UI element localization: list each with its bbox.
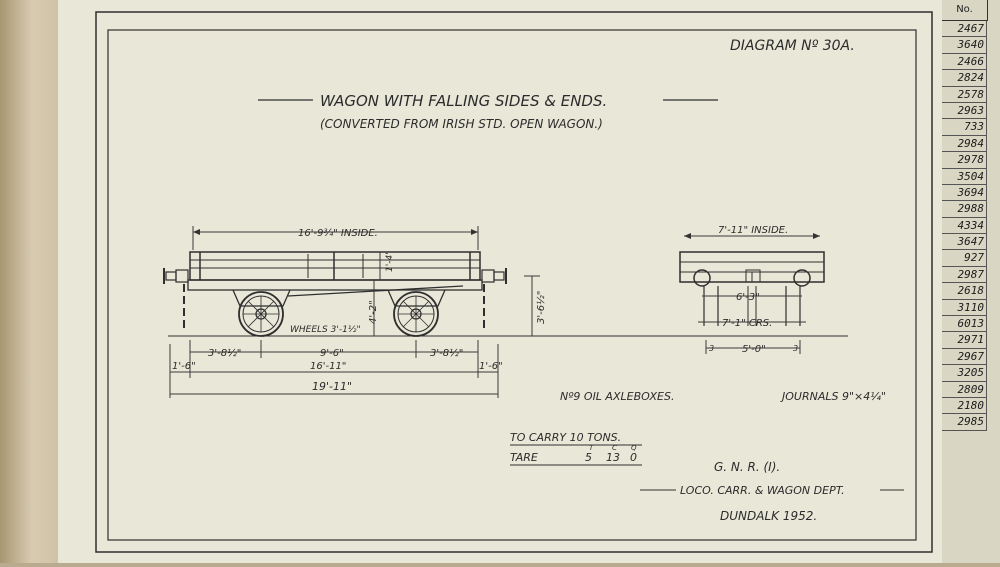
- register-row: 6013: [942, 316, 987, 333]
- dim-floor-height: 4'-2": [368, 300, 379, 324]
- register-row: 2985: [942, 414, 987, 431]
- dim-side-height: 1'-4": [385, 251, 395, 272]
- dim-gauge: 5'-0": [742, 344, 766, 355]
- dim-overhang-right: 3'-8½": [430, 347, 463, 359]
- side-elevation: 16'-9¾" INSIDE.: [163, 226, 547, 398]
- dim-wheelbase: 9'-6": [320, 348, 344, 359]
- dim-gauge-right-mark: 3: [793, 344, 798, 353]
- register-row: 4334: [942, 217, 987, 235]
- register-row: 3205: [942, 365, 987, 382]
- dim-buffer-height: 3'-6½": [535, 291, 547, 324]
- register-row: 733: [942, 119, 987, 136]
- dim-inside-width: 7'-11" INSIDE.: [718, 225, 788, 236]
- dim-buffer-left: 1'-6": [172, 361, 196, 372]
- tare-value-tons: 5: [585, 451, 592, 464]
- wagon-diagram: DIAGRAM Nº 30A. WAGON WITH FALLING SIDES…: [95, 11, 933, 553]
- outer-border: [95, 11, 933, 553]
- note-axleboxes: Nº9 OIL AXLEBOXES.: [560, 390, 674, 403]
- register-row: 2971: [942, 332, 987, 349]
- dim-buffer-right: 1'-6": [479, 361, 503, 372]
- issuer-department: LOCO. CARR. & WAGON DEPT.: [680, 484, 845, 497]
- dim-wheels: WHEELS 3'-1½": [290, 325, 361, 335]
- tare-unit-q: Q: [631, 444, 637, 452]
- register-row: 2467: [942, 21, 987, 38]
- diagram-number: DIAGRAM Nº 30A.: [730, 38, 855, 54]
- register-row: 927: [942, 250, 987, 267]
- binder-spine: [0, 0, 58, 563]
- tare-unit-c: C: [612, 444, 617, 452]
- register-header: No.: [942, 0, 988, 21]
- register-row: 3110: [942, 299, 987, 317]
- inner-border: [107, 29, 917, 541]
- register-row: 2466: [942, 53, 987, 71]
- tare-label: TARE: [510, 451, 538, 464]
- register-row: 3647: [942, 234, 987, 251]
- register-row: 3504: [942, 168, 987, 185]
- register-row: 3694: [942, 184, 987, 202]
- dim-over-headstocks: 16'-11": [310, 361, 346, 372]
- issuer-place-year: DUNDALK 1952.: [720, 509, 817, 523]
- register-row: 2809: [942, 381, 987, 398]
- note-journals: JOURNALS 9"×4¼": [780, 390, 886, 403]
- tare-value-cwt: 13: [606, 451, 620, 464]
- tare-value-qtr: 0: [630, 451, 637, 464]
- tare-unit-t: T: [589, 444, 594, 452]
- issuer-company: G. N. R. (I).: [714, 460, 780, 474]
- diagram-title: WAGON WITH FALLING SIDES & ENDS.: [320, 92, 607, 110]
- dim-inside-length: 16'-9¾" INSIDE.: [298, 228, 378, 239]
- register-row: 3640: [942, 37, 987, 54]
- register-row: 2618: [942, 283, 987, 300]
- dim-overhang-left: 3'-8½": [208, 347, 241, 359]
- register-row: 2967: [942, 348, 987, 366]
- diagram-subtitle: (CONVERTED FROM IRISH STD. OPEN WAGON.): [320, 117, 603, 131]
- register-row: 2987: [942, 266, 987, 284]
- note-capacity: TO CARRY 10 TONS.: [510, 431, 621, 444]
- register-row: 2180: [942, 397, 987, 415]
- register-row: 2578: [942, 86, 987, 103]
- register-row: 2984: [942, 135, 987, 153]
- register-row: 2988: [942, 201, 987, 218]
- drawing-sheet: DIAGRAM Nº 30A. WAGON WITH FALLING SIDES…: [58, 0, 942, 563]
- end-elevation: 7'-11" INSIDE. 6'-3" 7'-1" CRS. 5'-0" 3 …: [679, 225, 825, 355]
- dim-journal-centres: 7'-1" CRS.: [722, 318, 772, 329]
- register-row: 2963: [942, 102, 987, 120]
- dim-over-buffers: 19'-11": [312, 380, 352, 393]
- dim-gauge-left-mark: 3: [709, 344, 714, 353]
- dim-buffer-centres: 6'-3": [736, 292, 760, 303]
- register-row: 2824: [942, 70, 987, 87]
- register-row: 2978: [942, 152, 987, 169]
